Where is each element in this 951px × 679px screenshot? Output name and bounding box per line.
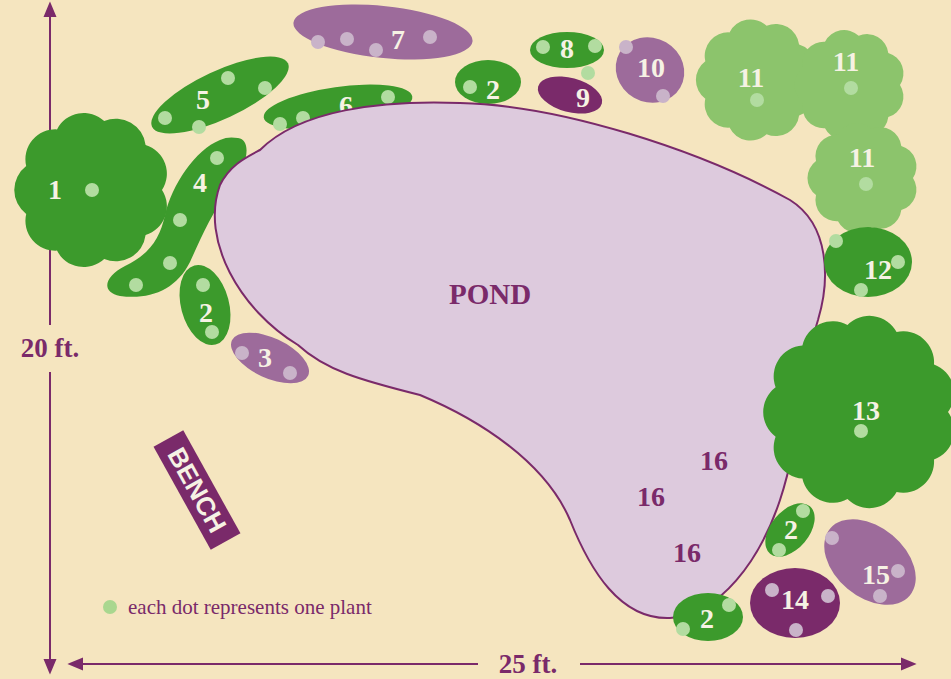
callout-number: 2 (486, 76, 500, 104)
callout-number: 2 (199, 299, 213, 327)
callout-number: 5 (196, 86, 210, 114)
callout-number: 2 (784, 516, 798, 544)
plant-dot (381, 90, 395, 104)
callout-number: 2 (700, 605, 714, 633)
plant-dot (235, 346, 249, 360)
callout-number: 11 (833, 48, 859, 76)
plant-dot (283, 366, 297, 380)
plant-dot (196, 278, 210, 292)
dimension-label: 20 ft. (17, 335, 83, 362)
planting-bed: 13 (762, 314, 951, 510)
planting-bed: 8 (530, 13, 604, 87)
bench: BENCH (138, 431, 256, 549)
callout-number: 16 (637, 483, 665, 511)
plant-dot (619, 40, 633, 54)
planting-bed: 2 (759, 499, 821, 561)
plant-dot (129, 278, 143, 292)
plant-dot (258, 81, 272, 95)
callout-number: 3 (258, 344, 272, 372)
planting-bed: 11 (803, 118, 923, 238)
callout-number: 11 (738, 64, 764, 92)
plant-dot (173, 213, 187, 227)
plant-dot (796, 504, 810, 518)
planting-bed: 3 (228, 316, 312, 400)
planting-bed: 10 (615, 35, 685, 105)
plant-dot (891, 255, 905, 269)
plant-dot (765, 583, 779, 597)
callout-number: 1 (48, 176, 62, 204)
plant-dot (369, 43, 383, 57)
plant-dot (588, 39, 602, 53)
plant-dot (163, 256, 177, 270)
legend-text: each dot represents one plant (128, 597, 372, 618)
callout-number: 12 (864, 256, 892, 284)
callout-number: 7 (391, 26, 405, 54)
plant-dot (772, 543, 786, 557)
plant-dot (789, 623, 803, 637)
legend-dot (103, 600, 117, 614)
plant-dot (854, 424, 868, 438)
callout-number: 11 (849, 144, 875, 172)
bed-shape (803, 118, 923, 238)
plant-dot (463, 80, 477, 94)
callout-number: 16 (700, 447, 728, 475)
callout-number: 10 (637, 54, 665, 82)
plant-dot (844, 81, 858, 95)
plant-dot (192, 120, 206, 134)
callout-number: 15 (862, 561, 890, 589)
plant-dot (536, 40, 550, 54)
plant-dot (581, 66, 595, 80)
plant-dot (423, 30, 437, 44)
plant-dot (210, 151, 224, 165)
plant-dot (873, 589, 887, 603)
plant-dot (340, 32, 354, 46)
dimension-label: 25 ft. (495, 651, 561, 678)
callout-number: 16 (673, 539, 701, 567)
plant-dot (825, 531, 839, 545)
plant-dot (891, 564, 905, 578)
callout-number: 9 (576, 84, 590, 112)
planting-bed: 2 (164, 264, 246, 346)
callout-number: 13 (852, 397, 880, 425)
callout-number: 8 (560, 35, 574, 63)
plant-dot (158, 111, 172, 125)
planting-bed: 2 (673, 582, 743, 652)
plant-dot (221, 71, 235, 85)
plant-dot (311, 35, 325, 49)
area-label: POND (449, 280, 531, 309)
callout-number: 4 (193, 169, 207, 197)
plant-dot (273, 117, 287, 131)
plant-dot (859, 177, 873, 191)
plant-dot (656, 89, 670, 103)
plant-dot (85, 183, 99, 197)
planting-bed: 1 (12, 110, 172, 270)
plant-dot (750, 93, 764, 107)
plant-dot (205, 325, 219, 339)
bed-shape (12, 110, 172, 270)
planting-bed: 14 (750, 558, 840, 648)
plant-dot (854, 283, 868, 297)
plant-dot (676, 622, 690, 636)
plant-dot (821, 589, 835, 603)
plant-dot (722, 598, 736, 612)
callout-number: 14 (781, 586, 809, 614)
plant-dot (829, 234, 843, 248)
planting-bed: 12 (824, 218, 912, 306)
